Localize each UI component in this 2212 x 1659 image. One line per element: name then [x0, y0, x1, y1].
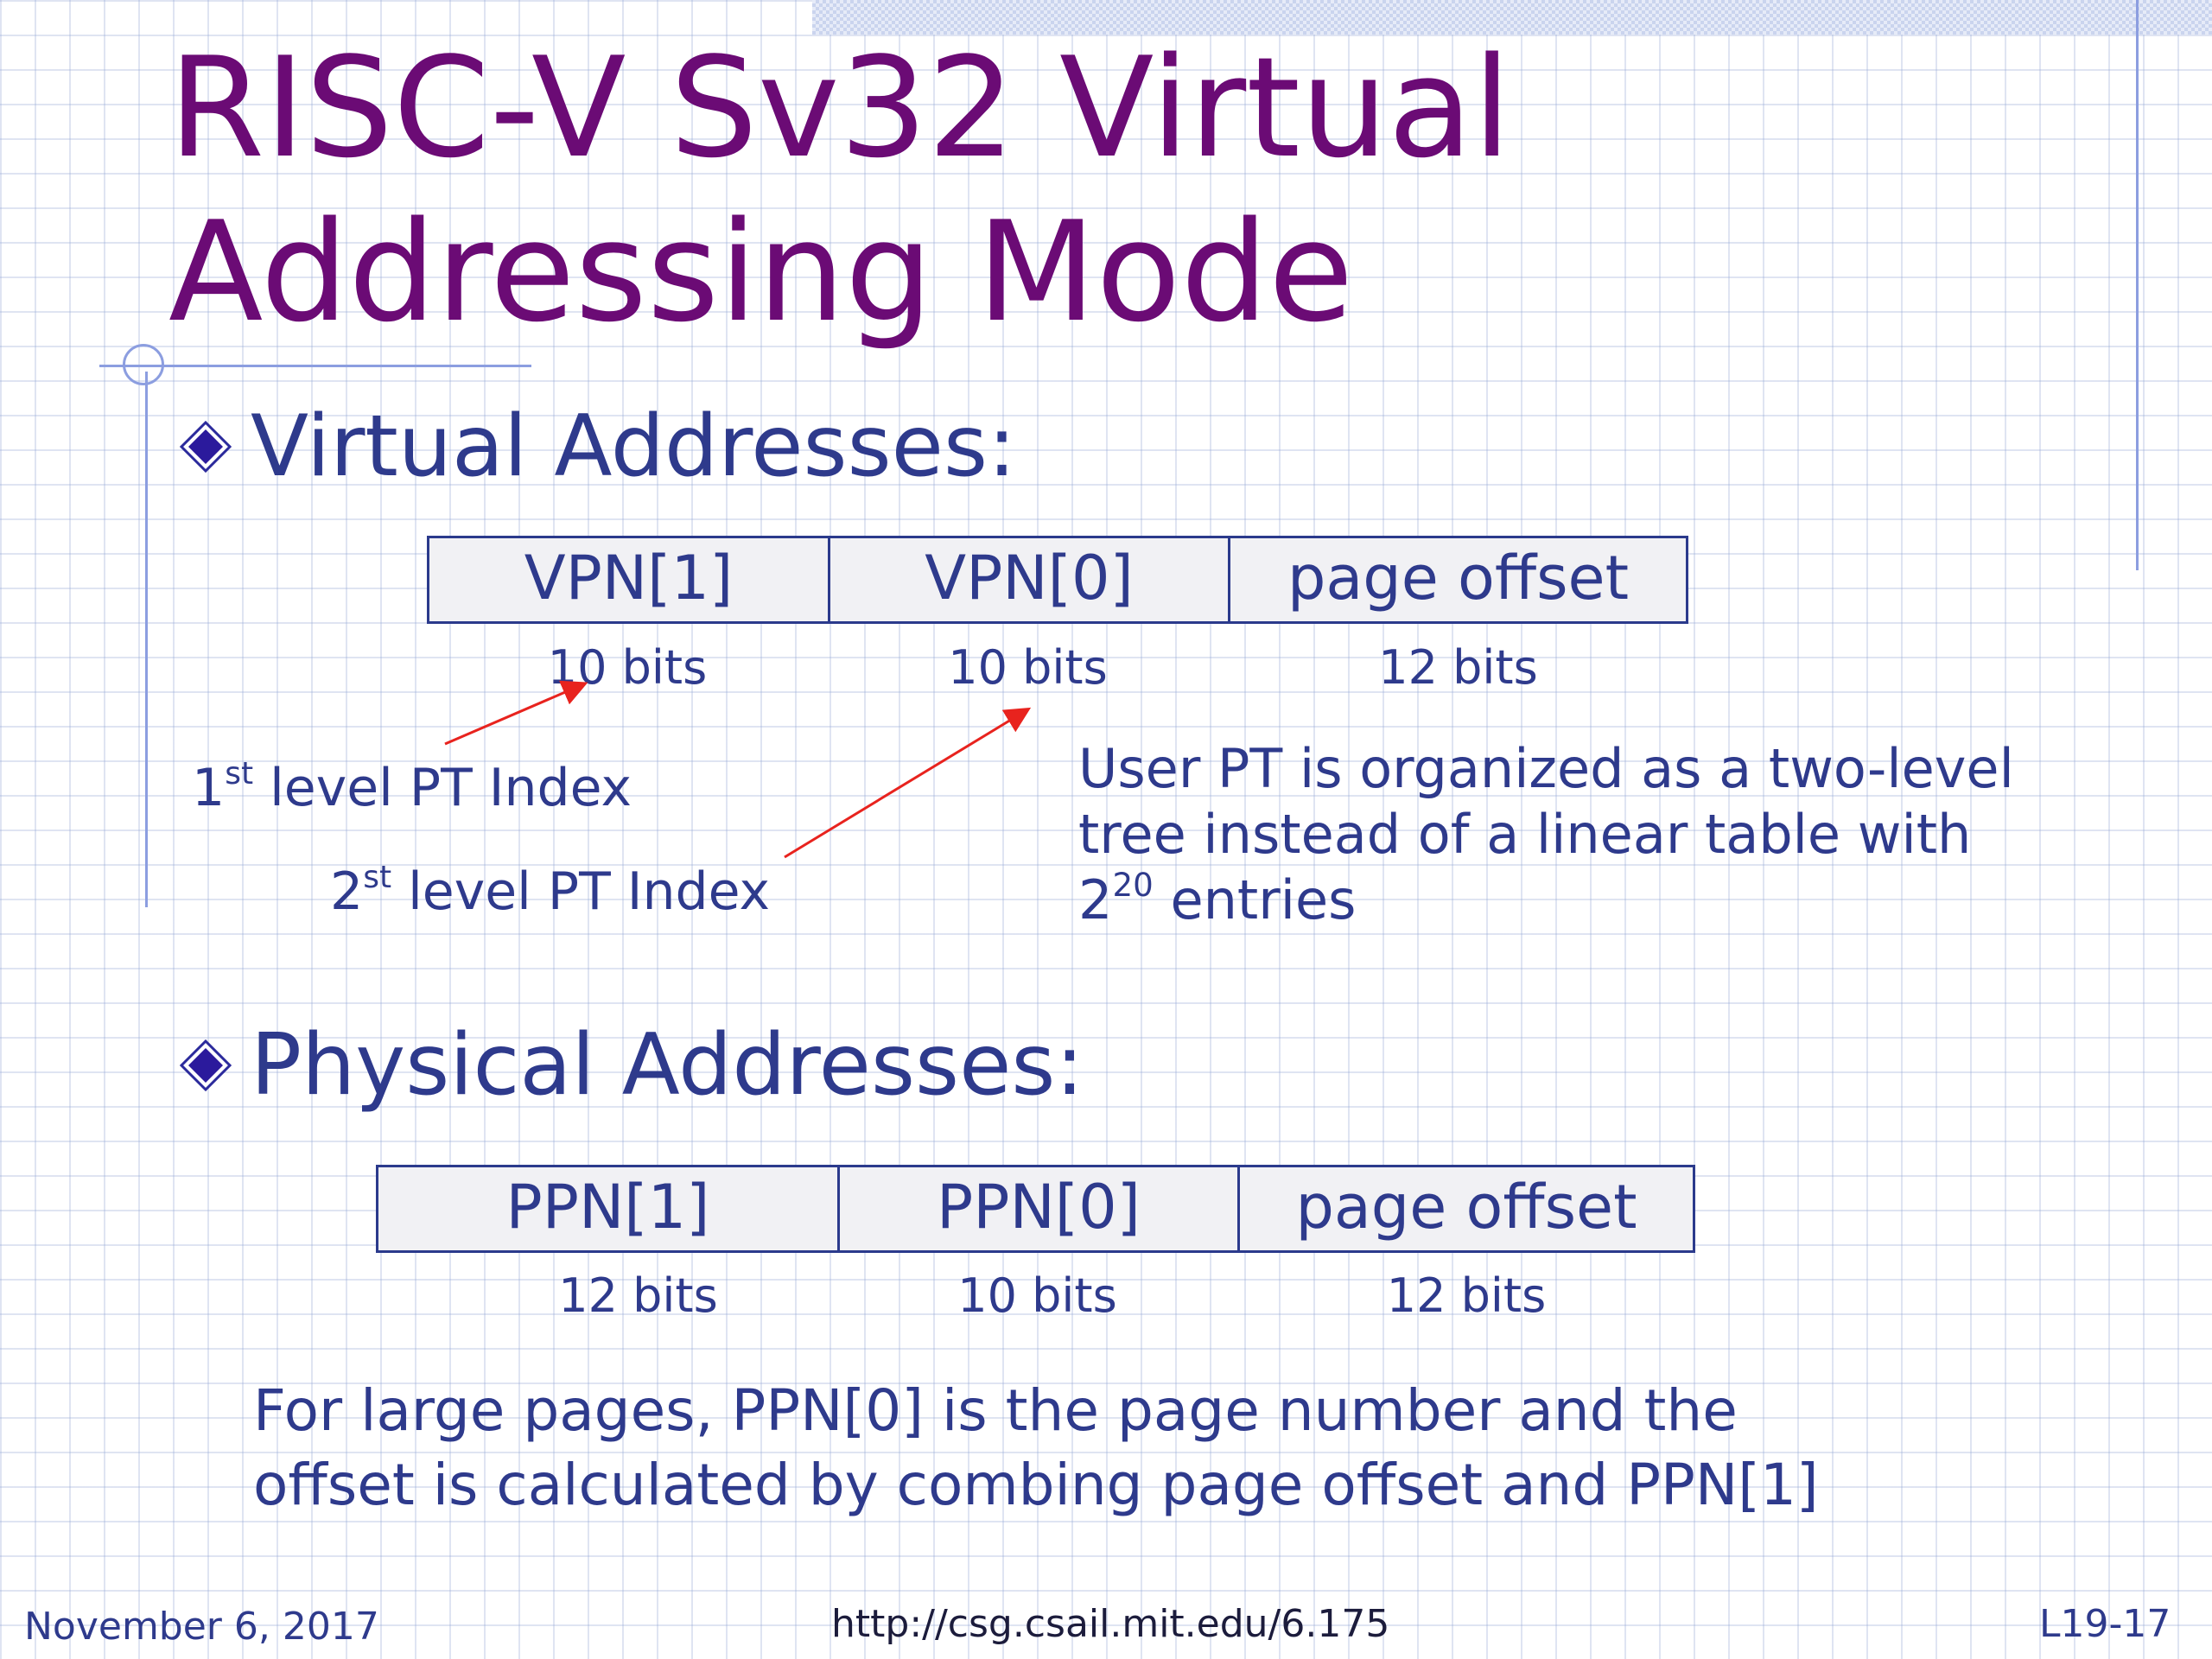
level2-sup: st — [363, 859, 392, 895]
footer-date: November 6, 2017 — [24, 1605, 379, 1649]
large-pages-note: For large pages, PPN[0] is the page numb… — [253, 1374, 1819, 1522]
physical-address-box: PPN[1] PPN[0] page offset — [376, 1165, 1695, 1253]
frame-line-left — [145, 372, 148, 907]
header-pattern-band — [812, 0, 2212, 35]
two-level-tree-note: User PT is organized as a two-level tree… — [1078, 736, 2014, 933]
pt-note-exponent: 20 — [1112, 865, 1154, 904]
vpn1-field: VPN[1] — [429, 538, 830, 621]
title-line-1: RISC-V Sv32 Virtual — [168, 27, 1511, 188]
pt-note-line-1: User PT is organized as a two-level — [1078, 737, 2014, 800]
level1-sup: st — [225, 755, 254, 791]
pa-offset-bits-label: 12 bits — [1386, 1268, 1547, 1323]
pt-note-line-3: 220 entries — [1078, 868, 2014, 933]
ppn0-bits-label: 10 bits — [957, 1268, 1117, 1323]
vpn0-field: VPN[0] — [830, 538, 1230, 621]
diamond-bullet-icon — [180, 421, 232, 473]
level2-rest: level PT Index — [391, 861, 770, 922]
diamond-bullet-icon — [180, 1039, 232, 1091]
frame-line-right — [2136, 0, 2139, 570]
physical-addresses-bullet: Physical Addresses: — [180, 1018, 1084, 1113]
level2-num: 2 — [330, 861, 364, 922]
frame-line-horizontal — [99, 365, 531, 367]
level2-pt-index-label: 2st level PT Index — [330, 859, 770, 925]
level1-rest: level PT Index — [253, 758, 632, 818]
pt-note-line-2: tree instead of a linear table with — [1078, 803, 1972, 866]
vpn0-bits-label: 10 bits — [948, 640, 1108, 695]
pt-note-rest: entries — [1153, 868, 1357, 931]
footer-slide-number: L19-17 — [2039, 1602, 2171, 1646]
vpn1-bits-label: 10 bits — [547, 640, 708, 695]
pa-page-offset-field: page offset — [1295, 1172, 1637, 1243]
va-page-offset-field: page offset — [1287, 543, 1630, 613]
large-pages-line-2: offset is calculated by combing page off… — [253, 1452, 1819, 1518]
virtual-addresses-bullet: Virtual Addresses: — [180, 399, 1016, 494]
large-pages-line-1: For large pages, PPN[0] is the page numb… — [253, 1377, 1738, 1444]
footer-url[interactable]: http://csg.csail.mit.edu/6.175 — [831, 1602, 1390, 1646]
ppn1-bits-label: 12 bits — [558, 1268, 718, 1323]
level1-num: 1 — [192, 758, 226, 818]
level1-pt-index-label: 1st level PT Index — [192, 755, 632, 821]
physical-addresses-heading: Physical Addresses: — [251, 1016, 1084, 1115]
va-offset-bits-label: 12 bits — [1378, 640, 1538, 695]
virtual-address-box: VPN[1] VPN[0] page offset — [427, 536, 1688, 624]
frame-crosshair-circle — [123, 344, 164, 385]
ppn0-field: PPN[0] — [840, 1167, 1240, 1250]
pt-note-base: 2 — [1078, 868, 1113, 931]
level2-arrow — [784, 707, 1032, 859]
title-line-2: Addressing Mode — [168, 191, 1354, 353]
slide-title: RISC-V Sv32 Virtual Addressing Mode — [168, 26, 1511, 354]
virtual-addresses-heading: Virtual Addresses: — [251, 397, 1017, 496]
ppn1-field: PPN[1] — [378, 1167, 840, 1250]
